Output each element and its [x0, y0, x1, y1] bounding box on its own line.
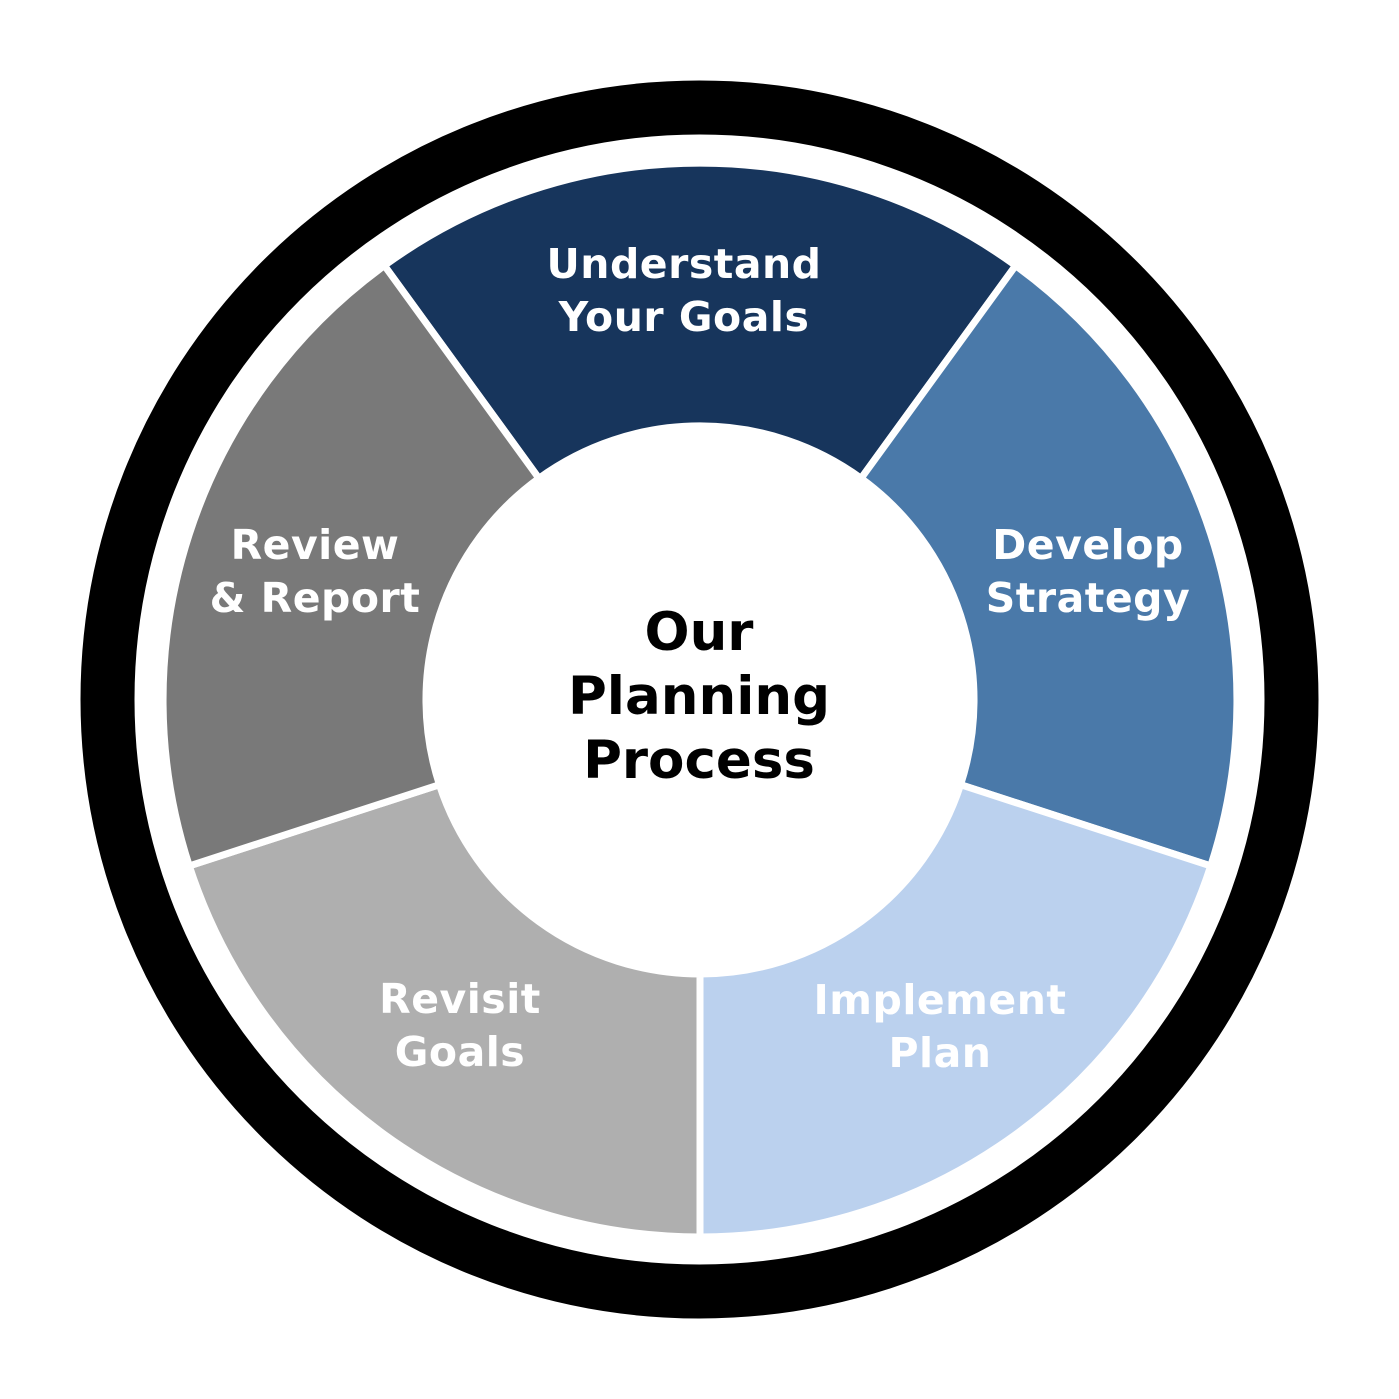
segment-understand-your-goals [379, 159, 1021, 484]
segment-label-review-report: Review & Report [209, 521, 421, 622]
segment-implement-plan [696, 780, 1216, 1241]
segment-revisit-goals [184, 780, 704, 1241]
segment-label-implement-plan: Implement Plan [813, 976, 1067, 1077]
segment-label-understand-your-goals: Understand Your Goals [546, 240, 822, 341]
center-title: Our Planning Process [567, 602, 831, 791]
segment-label-revisit-goals: Revisit Goals [379, 975, 541, 1076]
segment-label-develop-strategy: Develop Strategy [985, 521, 1191, 622]
segment-develop-strategy [856, 260, 1241, 871]
segment-review-report [159, 260, 544, 871]
outer-ring [80, 80, 1319, 1319]
